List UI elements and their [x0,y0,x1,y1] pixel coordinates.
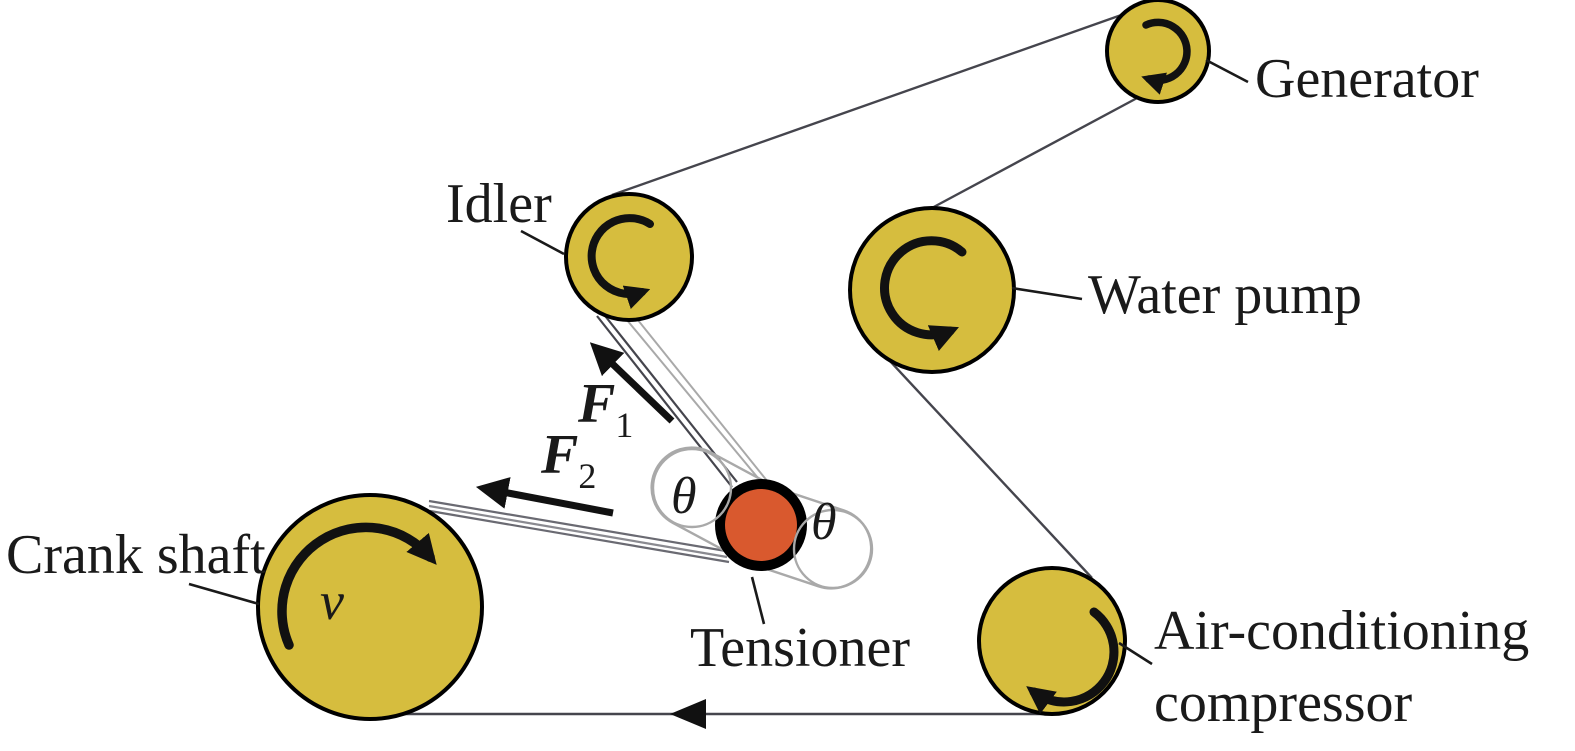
idler-pulley [564,192,694,322]
belt-span-generator-waterpump [929,95,1140,211]
ac-compressor-label-line1: Air-conditioning [1154,600,1529,662]
tensioner-alt-position-left [651,447,733,529]
f1-subscript: 1 [615,405,633,445]
ac-compressor-pulley [977,566,1127,716]
water-pump-leader [1011,286,1083,301]
f2-symbol: F [540,424,578,486]
belt-tensioner-spans [428,298,773,564]
water-pump-rotation-arrow [880,236,967,351]
generator-pulley [1105,0,1211,104]
crank-shaft-leader [188,582,260,606]
generator-label: Generator [1255,48,1479,110]
force-f1-arrow [589,342,675,424]
tensioner-label: Tensioner [690,617,910,679]
velocity-label: v [320,571,344,631]
f1-symbol: F [577,373,615,435]
belt-span-crank-tensioner [428,499,727,553]
tensioner-leader [750,576,766,625]
ac-compressor-label-line2: compressor [1154,672,1413,734]
theta-left-label: θ [671,468,697,525]
generator-leader [1205,58,1249,84]
ac-compressor-leader [1118,641,1153,666]
force-f2-label: F2 [540,424,596,496]
belt [403,11,1140,716]
belt-span-idler-generator [611,11,1128,197]
crank-shaft-rotation-arrow [277,522,437,650]
generator-rotation-arrow [1141,18,1191,95]
idler-leader [520,229,565,256]
belt-alt-span-idler-tensioner [611,301,759,479]
rotation-arrows [277,18,1191,715]
water-pump-label: Water pump [1088,264,1362,326]
crank-shaft-label: Crank shaft [6,524,266,586]
ac-compressor-rotation-arrow [1026,607,1119,715]
water-pump-pulley [848,206,1016,374]
force-f1-label: F1 [577,373,633,445]
idler-rotation-arrow [587,214,654,309]
belt-alt-span-idler-tensioner-2 [620,298,773,488]
belt-span-crank-tensioner-3 [429,509,730,564]
belt-span-waterpump-compressor [874,344,1093,579]
tensioner-alt-positions [651,447,874,590]
tensioner-pulley [725,489,797,561]
force-arrows [475,342,675,517]
force-f2-arrow [475,477,614,517]
leader-lines [188,58,1249,666]
belt-span-crank-tensioner-2 [428,504,728,559]
theta-right-label: θ [811,494,837,551]
idler-label: Idler [446,173,552,235]
f2-subscript: 2 [578,456,596,496]
tensioner-alt-position-right [792,508,874,590]
belt-direction-arrow [670,699,706,729]
